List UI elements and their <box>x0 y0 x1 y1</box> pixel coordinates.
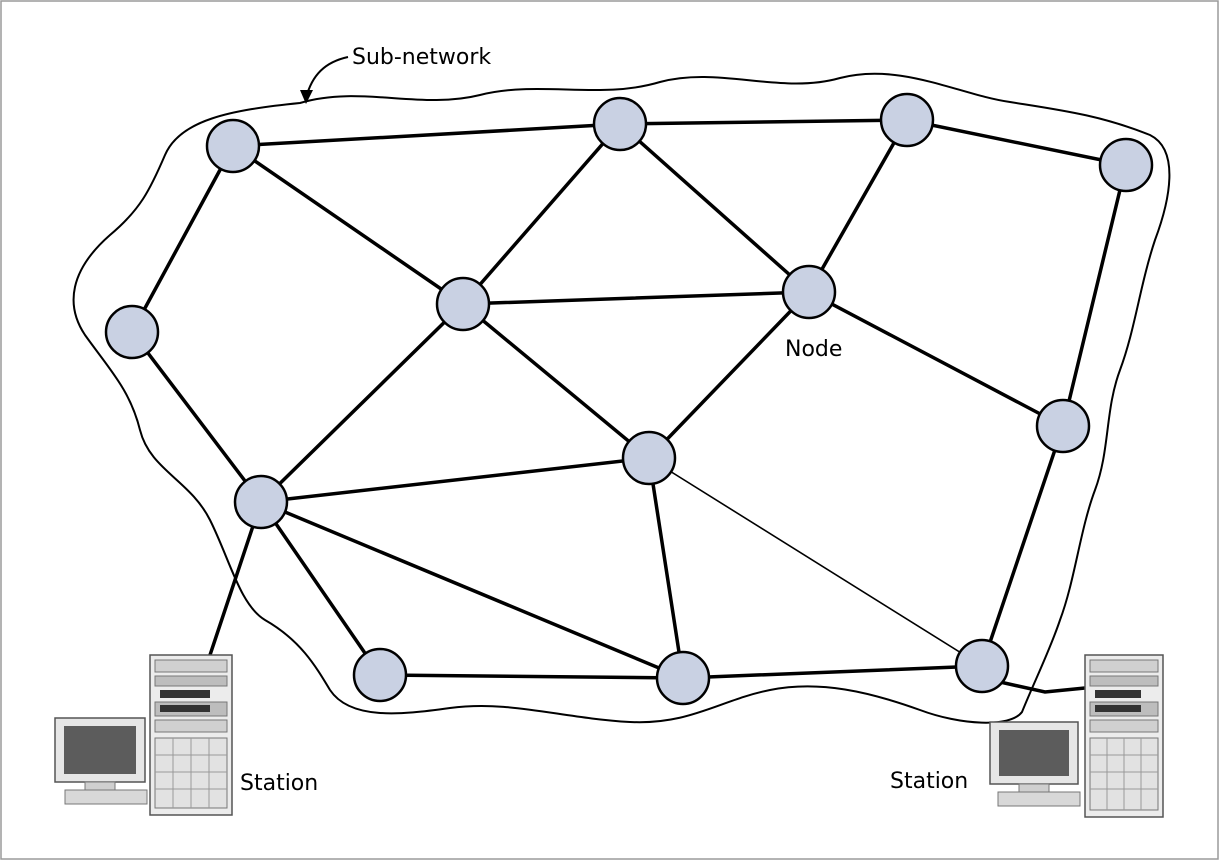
link-n8-n12 <box>647 456 685 680</box>
subnetwork-boundary <box>72 72 1171 724</box>
computer-tower-icon <box>149 654 233 816</box>
link-n1-n5 <box>130 144 235 334</box>
subnetwork-arrowhead <box>300 90 313 104</box>
link-n7-n8 <box>647 290 811 460</box>
link-n6-n8 <box>461 302 651 460</box>
link-n2-n7 <box>618 122 811 294</box>
link-n6-n7 <box>461 290 811 306</box>
computer-tower-icon <box>1084 654 1164 818</box>
subnetwork-label: Sub-network <box>352 45 491 70</box>
link-n8-n13 <box>648 457 983 667</box>
link-n5-n9 <box>130 330 263 504</box>
link-n8-n9 <box>259 456 651 504</box>
node-n2 <box>592 96 648 152</box>
station-left-label: Station <box>240 771 318 796</box>
link-n1-n2 <box>231 122 622 148</box>
node-n1 <box>205 118 261 174</box>
node-n3 <box>879 92 935 148</box>
link-n2-n3 <box>618 118 909 126</box>
link-n1-n6 <box>231 144 465 306</box>
link-n4-n10 <box>1061 163 1128 428</box>
link-n3-n4 <box>905 118 1128 167</box>
node-n11 <box>352 647 408 703</box>
links <box>130 118 1128 694</box>
node-n9 <box>233 474 289 530</box>
node-n13 <box>954 638 1010 694</box>
link-n11-n12 <box>378 673 685 680</box>
node-n8 <box>621 430 677 486</box>
node-n6 <box>435 276 491 332</box>
link-n2-n6 <box>461 122 622 306</box>
monitor-icon <box>989 721 1081 807</box>
monitor-icon <box>54 717 148 805</box>
node-n4 <box>1098 137 1154 193</box>
node-label: Node <box>785 337 842 362</box>
station-right-label: Station <box>890 769 968 794</box>
station-right: Station <box>890 654 1164 818</box>
link-n12-n13 <box>681 664 984 680</box>
link-n7-n10 <box>807 290 1065 428</box>
node-n12 <box>655 650 711 706</box>
link-n6-n9 <box>259 302 465 504</box>
link-n3-n7 <box>807 118 909 294</box>
node-n10 <box>1035 398 1091 454</box>
station-left: Station <box>54 654 318 816</box>
link-n10-n13 <box>980 424 1065 668</box>
node-n5 <box>104 304 160 360</box>
nodes <box>104 92 1154 706</box>
link-n9-n11 <box>259 500 382 677</box>
link-n9-n12 <box>259 500 685 680</box>
node-n7 <box>781 264 837 320</box>
